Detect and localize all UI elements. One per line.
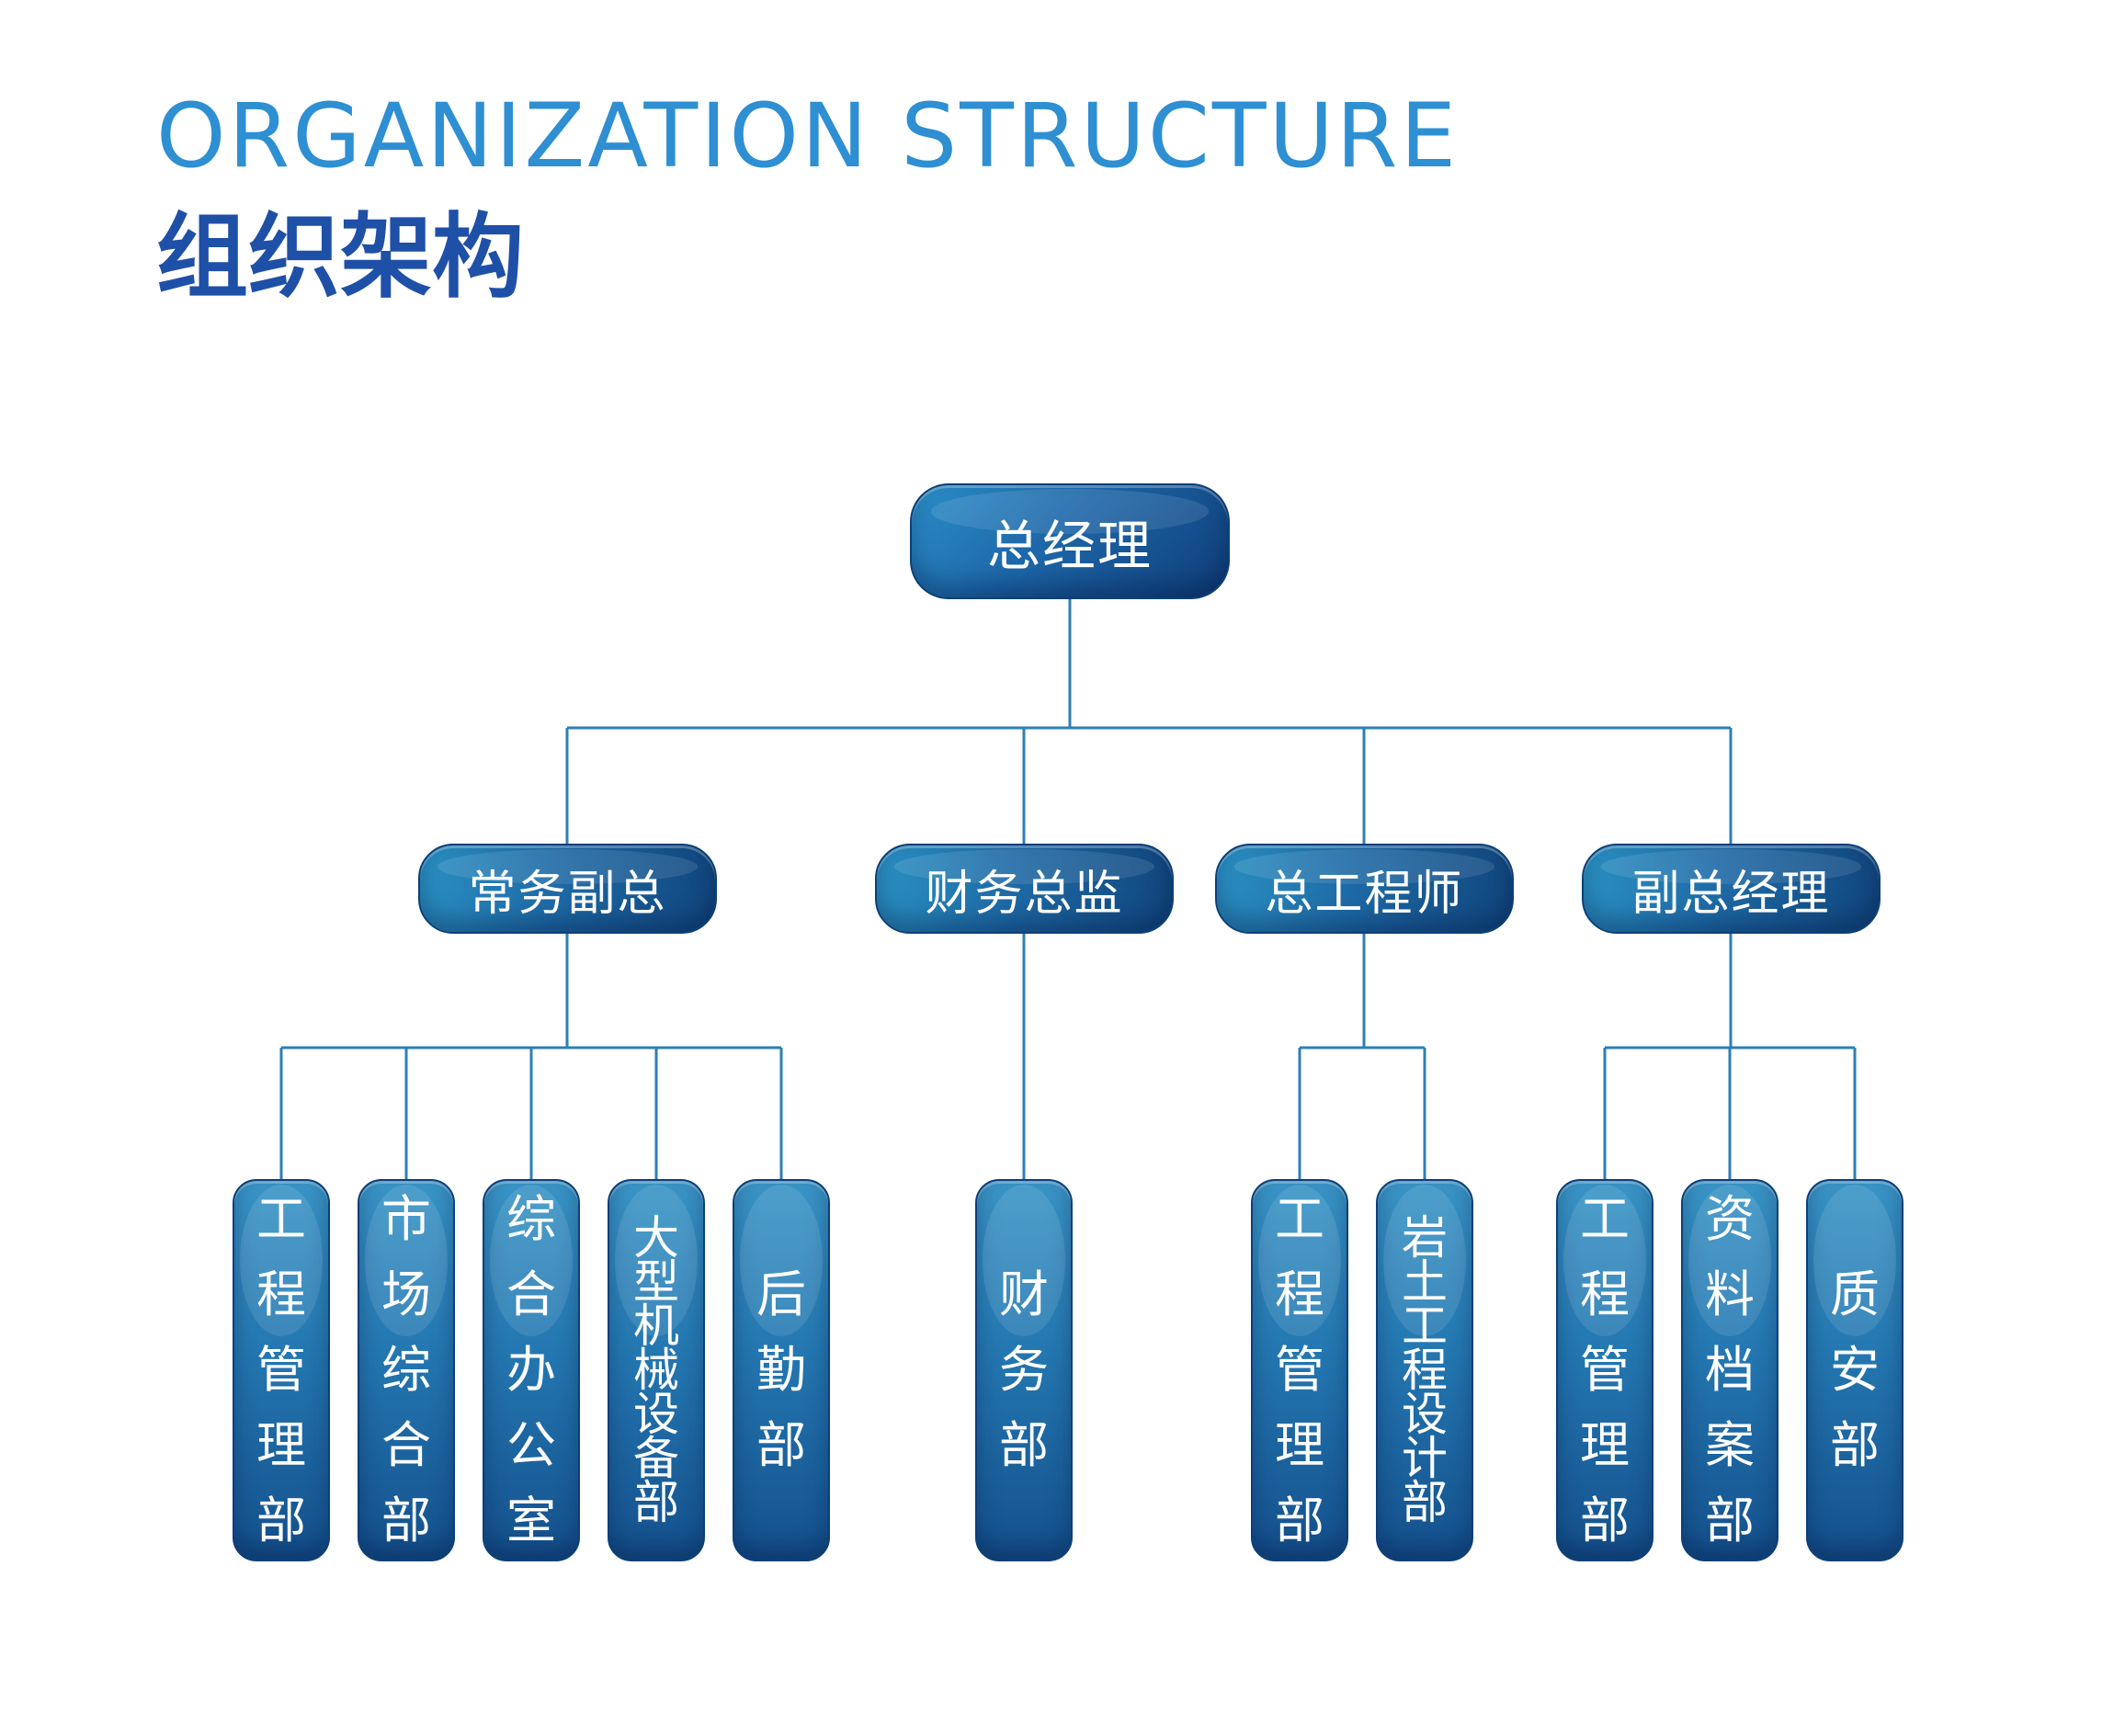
- dept-node-engineering-management[interactable]: 工程管理部: [1556, 1179, 1653, 1561]
- dept-node-char: 部: [1830, 1416, 1880, 1474]
- dept-node-char: 工: [1580, 1190, 1630, 1248]
- dept-node-char: 计: [1402, 1432, 1448, 1485]
- branch-node-label: 财务总监: [925, 866, 1124, 922]
- dept-node-char: 办: [506, 1341, 556, 1399]
- dept-node-char: 财: [999, 1265, 1049, 1323]
- dept-node-char: 管: [1580, 1341, 1630, 1399]
- dept-node-char: 务: [999, 1341, 1049, 1399]
- dept-node-char: 岩: [1402, 1211, 1448, 1265]
- dept-node-char: 土: [1402, 1255, 1448, 1309]
- dept-node-label: 质安部: [1830, 1257, 1880, 1483]
- dept-node-char: 合: [381, 1416, 431, 1474]
- dept-node-char: 安: [1830, 1341, 1880, 1399]
- dept-node-char: 场: [381, 1265, 431, 1323]
- dept-node-label: 岩土工程设计部: [1402, 1211, 1448, 1529]
- root-node-general-manager[interactable]: 总经理: [910, 483, 1230, 599]
- dept-node-char: 工: [256, 1190, 306, 1248]
- dept-node-label: 工程管理部: [1580, 1182, 1630, 1559]
- dept-node-label: 财务部: [999, 1257, 1049, 1483]
- dept-node-engineering-management[interactable]: 工程管理部: [233, 1179, 330, 1561]
- dept-node-label: 大型机械设备部: [633, 1211, 679, 1529]
- dept-node-general-office[interactable]: 综合办公室: [483, 1179, 580, 1561]
- dept-node-char: 部: [633, 1476, 679, 1529]
- dept-node-char: 质: [1830, 1265, 1880, 1323]
- dept-node-char: 程: [256, 1265, 306, 1323]
- dept-node-label: 资料档案部: [1705, 1182, 1755, 1559]
- branch-node-label: 常务副总: [468, 866, 667, 922]
- dept-node-char: 综: [506, 1190, 556, 1248]
- dept-node-char: 公: [506, 1416, 556, 1474]
- dept-node-finance[interactable]: 财务部: [975, 1179, 1073, 1561]
- dept-node-geotechnical-design[interactable]: 岩土工程设计部: [1376, 1179, 1473, 1561]
- dept-node-char: 综: [381, 1341, 431, 1399]
- dept-node-char: 管: [256, 1341, 306, 1399]
- dept-node-char: 程: [1402, 1344, 1448, 1397]
- dept-node-char: 备: [633, 1432, 679, 1485]
- dept-node-label: 工程管理部: [1275, 1182, 1324, 1559]
- dept-node-label: 后勤部: [756, 1257, 806, 1483]
- dept-node-char: 机: [633, 1299, 679, 1353]
- dept-node-label: 综合办公室: [506, 1182, 556, 1559]
- branch-node-label: 副总经理: [1631, 866, 1831, 922]
- dept-node-archives[interactable]: 资料档案部: [1681, 1179, 1778, 1561]
- branch-node-chief-engineer[interactable]: 总工程师: [1215, 844, 1514, 934]
- title-chinese: 组织架构: [156, 203, 524, 311]
- dept-node-char: 部: [756, 1416, 806, 1474]
- branch-node-deputy-gm[interactable]: 副总经理: [1582, 844, 1881, 934]
- dept-node-char: 理: [256, 1416, 306, 1474]
- root-node-label: 总经理: [986, 515, 1153, 577]
- dept-node-quality-safety[interactable]: 质安部: [1806, 1179, 1903, 1561]
- dept-node-char: 管: [1275, 1341, 1324, 1399]
- dept-node-char: 部: [1705, 1492, 1755, 1549]
- dept-node-char: 后: [756, 1265, 806, 1323]
- dept-node-char: 理: [1580, 1416, 1630, 1474]
- dept-node-char: 部: [999, 1416, 1049, 1474]
- dept-node-engineering-management[interactable]: 工程管理部: [1251, 1179, 1348, 1561]
- dept-node-char: 档: [1705, 1341, 1755, 1399]
- dept-node-char: 部: [1580, 1492, 1630, 1549]
- dept-node-char: 大: [633, 1211, 679, 1265]
- dept-node-label: 工程管理部: [256, 1182, 306, 1559]
- dept-node-char: 设: [633, 1388, 679, 1441]
- dept-node-char: 部: [381, 1492, 431, 1549]
- dept-node-char: 室: [506, 1492, 556, 1549]
- dept-node-heavy-machinery[interactable]: 大型机械设备部: [608, 1179, 705, 1561]
- dept-node-label: 市场综合部: [381, 1182, 431, 1559]
- dept-node-char: 勤: [756, 1341, 806, 1399]
- dept-node-char: 料: [1705, 1265, 1755, 1323]
- dept-node-char: 工: [1275, 1190, 1324, 1248]
- dept-node-logistics[interactable]: 后勤部: [733, 1179, 830, 1561]
- branch-node-label: 总工程师: [1265, 866, 1464, 922]
- dept-node-char: 案: [1705, 1416, 1755, 1474]
- branch-node-cfo[interactable]: 财务总监: [875, 844, 1174, 934]
- dept-node-char: 部: [256, 1492, 306, 1549]
- dept-node-market-general[interactable]: 市场综合部: [358, 1179, 455, 1561]
- title-english: ORGANIZATION STRUCTURE: [156, 85, 1460, 187]
- dept-node-char: 部: [1275, 1492, 1324, 1549]
- dept-node-char: 资: [1705, 1190, 1755, 1248]
- dept-node-char: 设: [1402, 1388, 1448, 1441]
- dept-node-char: 型: [633, 1255, 679, 1309]
- dept-node-char: 部: [1402, 1476, 1448, 1529]
- dept-node-char: 理: [1275, 1416, 1324, 1474]
- branch-node-executive-vp[interactable]: 常务副总: [418, 844, 717, 934]
- dept-node-char: 市: [381, 1190, 431, 1248]
- dept-node-char: 械: [633, 1344, 679, 1397]
- dept-node-char: 程: [1275, 1265, 1324, 1323]
- dept-node-char: 合: [506, 1265, 556, 1323]
- dept-node-char: 程: [1580, 1265, 1630, 1323]
- dept-node-char: 工: [1402, 1299, 1448, 1353]
